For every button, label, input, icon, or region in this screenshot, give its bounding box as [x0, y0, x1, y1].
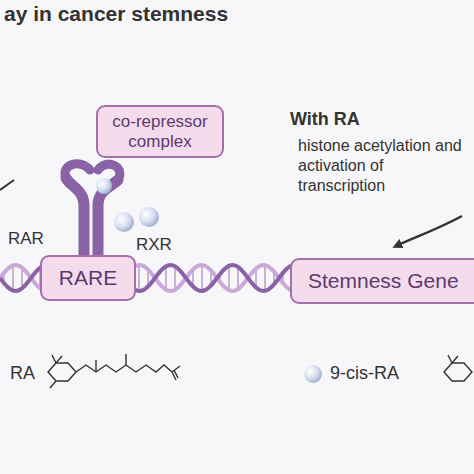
receptor-dimer: [65, 164, 120, 258]
gene-box: Stemness Gene: [290, 258, 474, 304]
element-box: RARE: [40, 255, 136, 301]
ligand-sphere: [114, 212, 134, 232]
legend-text: 9-cis-RA: [330, 363, 399, 384]
node-text: co-repressor complex: [108, 112, 212, 151]
node-text: Stemness Gene: [308, 269, 459, 293]
ligand-sphere: [96, 178, 112, 194]
node-text: RARE: [59, 266, 117, 290]
receptor-label: RAR: [8, 228, 44, 249]
curved-arrow: [396, 216, 462, 246]
panel-heading: With RA: [290, 108, 360, 131]
complex-box: co-repressor complex: [96, 105, 224, 158]
legend-sphere: [304, 365, 322, 383]
ligand-sphere: [139, 207, 159, 227]
note-text: histone acetylation and activation of tr…: [298, 136, 468, 196]
receptor-label: RXR: [136, 234, 172, 255]
compound-label: RA: [10, 362, 35, 385]
chemical-structure: [444, 355, 472, 381]
chemical-structure: [48, 354, 180, 388]
title: ay in cancer stemness: [4, 2, 228, 26]
arrow-fragment: [0, 180, 14, 190]
